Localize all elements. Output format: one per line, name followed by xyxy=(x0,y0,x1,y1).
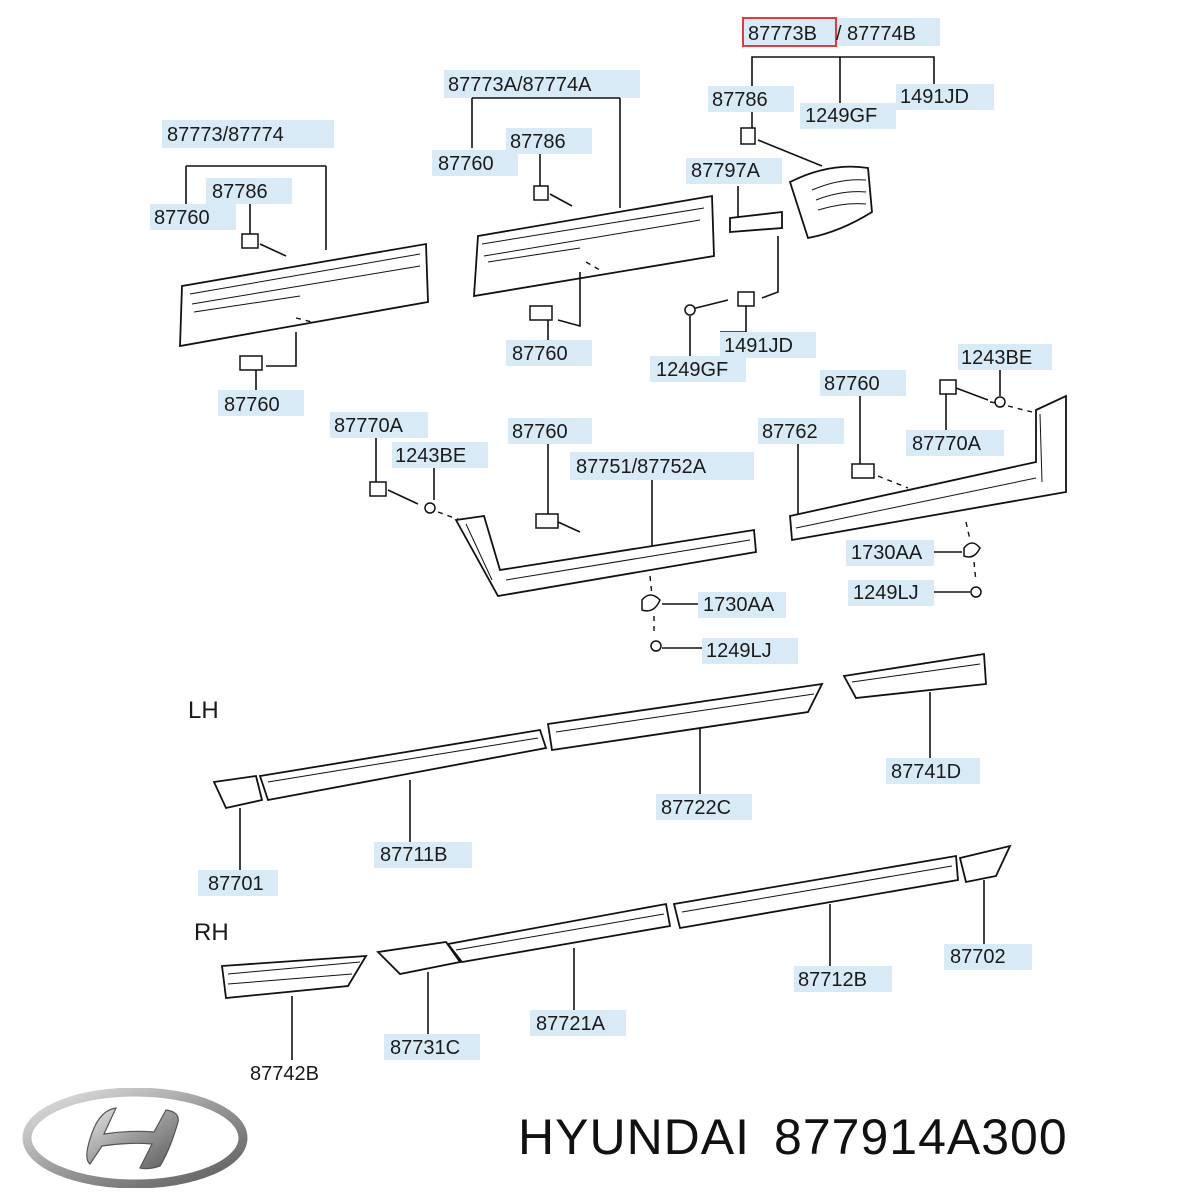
part-label-87786-3[interactable]: 87786 xyxy=(212,181,268,203)
part-label-1491JD[interactable]: 1491JD xyxy=(900,86,969,108)
lh-mouldings-group: LH 87741D 87722C 87711B 87701 xyxy=(188,652,987,896)
part-label-87701[interactable]: 87701 xyxy=(208,873,264,895)
part-label-87770A[interactable]: 87770A xyxy=(912,433,982,455)
rh-mouldings-group: RH 87702 87712B 87721A 87731C 87742B xyxy=(194,844,1032,1085)
part-label-87773A-87774A[interactable]: 87773A/87774A xyxy=(448,74,592,96)
part-label-87786[interactable]: 87786 xyxy=(712,89,768,111)
left-door-moulding-part xyxy=(179,242,429,348)
left-door-moulding-group: 87773/87774 87786 87760 87760 xyxy=(150,120,429,416)
footer-caption: HYUNDAI 877914A300 xyxy=(518,1108,1092,1166)
part-label-1491JD-2[interactable]: 1491JD xyxy=(724,335,793,357)
brand-name: HYUNDAI xyxy=(518,1109,751,1165)
rear-door-moulding-part xyxy=(788,165,873,240)
part-label-1730AA[interactable]: 1730AA xyxy=(851,542,923,564)
part-label-87760-7[interactable]: 87760 xyxy=(512,421,568,443)
moulding-87721A xyxy=(446,902,672,963)
clip-icon-8 xyxy=(851,463,875,479)
front-door-moulding-part xyxy=(473,194,715,298)
part-label-87721A[interactable]: 87721A xyxy=(536,1013,606,1035)
rear-door-moulding-group: 87773B / 87774B 87786 1249GF 1491JD 8779… xyxy=(650,17,994,382)
part-label-87786-2[interactable]: 87786 xyxy=(510,131,566,153)
clip-icon-4 xyxy=(529,305,553,321)
screw-icon-5 xyxy=(650,640,662,652)
part-label-1249GF[interactable]: 1249GF xyxy=(805,105,877,127)
clip-icon xyxy=(740,127,756,145)
clip-icon-10 xyxy=(535,513,559,529)
part-label-87770A-2[interactable]: 87770A xyxy=(334,415,404,437)
part-label-87712B[interactable]: 87712B xyxy=(798,969,867,991)
moulding-87742B xyxy=(220,954,368,999)
screw-icon-2 xyxy=(994,396,1006,408)
part-label-87774B[interactable]: 87774B xyxy=(847,23,916,45)
part-label-1249GF-2[interactable]: 1249GF xyxy=(656,359,728,381)
moulding-87731C xyxy=(376,941,462,975)
part-label-1730AA-2[interactable]: 1730AA xyxy=(703,594,775,616)
part-label-87762[interactable]: 87762 xyxy=(762,421,818,443)
part-label-87722C[interactable]: 87722C xyxy=(661,797,731,819)
part-label-87741D[interactable]: 87741D xyxy=(891,761,961,783)
front-door-moulding-group: 87773A/87774A 87786 87760 87760 xyxy=(432,70,715,366)
left-sill-group: 87770A 1243BE 87760 87751/87752A 1730AA … xyxy=(330,412,798,664)
part-label-87731C[interactable]: 87731C xyxy=(390,1037,460,1059)
part-label-87773-87774[interactable]: 87773/87774 xyxy=(167,124,284,146)
screw-icon xyxy=(684,304,696,316)
part-label-1249LJ-2[interactable]: 1249LJ xyxy=(706,640,772,662)
moulding-87702 xyxy=(958,844,1012,884)
right-sill-moulding-part xyxy=(789,394,1067,542)
part-label-87760-5[interactable]: 87760 xyxy=(224,394,280,416)
part-label-1243BE-2[interactable]: 1243BE xyxy=(395,445,466,467)
part-label-1243BE[interactable]: 1243BE xyxy=(961,347,1032,369)
part-label-87742B[interactable]: 87742B xyxy=(250,1063,319,1085)
clip-icon-6 xyxy=(239,355,263,371)
moulding-87711B xyxy=(258,728,548,802)
rh-label: RH xyxy=(194,919,229,946)
moulding-87722C xyxy=(546,682,824,752)
screw-icon-3 xyxy=(970,586,982,598)
hyundai-logo-icon xyxy=(20,1087,250,1193)
part-number: 877914A300 xyxy=(774,1109,1068,1165)
moulding-87701 xyxy=(212,774,264,810)
clip-icon-7 xyxy=(939,379,957,395)
moulding-87741D xyxy=(842,652,987,699)
screw-icon-4 xyxy=(424,502,436,514)
fastener-icon-2 xyxy=(641,594,661,612)
highlighted-part-box xyxy=(742,17,837,47)
clip-icon-3 xyxy=(533,185,549,201)
part-label-87797A[interactable]: 87797A xyxy=(691,160,761,182)
svg-text:/: / xyxy=(836,23,842,45)
part-label-87760-2[interactable]: 87760 xyxy=(438,153,494,175)
clip-icon-9 xyxy=(369,481,387,497)
clip-icon-2 xyxy=(737,291,755,307)
left-sill-moulding-part xyxy=(454,514,757,597)
part-label-87773B[interactable]: 87773B xyxy=(748,23,817,45)
part-label-87760-4[interactable]: 87760 xyxy=(154,207,210,229)
part-label-87751-87752A[interactable]: 87751/87752A xyxy=(576,456,707,478)
part-label-1249LJ[interactable]: 1249LJ xyxy=(853,582,919,604)
clip-icon-5 xyxy=(241,233,259,249)
part-label-87702[interactable]: 87702 xyxy=(950,946,1006,968)
right-sill-group: 1243BE 87760 87770A 87762 1730AA 1249LJ xyxy=(758,344,1067,606)
lh-label: LH xyxy=(188,697,219,724)
part-label-87760-6[interactable]: 87760 xyxy=(824,373,880,395)
part-label-87760-3[interactable]: 87760 xyxy=(512,343,568,365)
moulding-87712B xyxy=(672,854,959,930)
fastener-icon xyxy=(963,542,981,558)
part-label-87711B[interactable]: 87711B xyxy=(380,844,447,866)
emblem-87797A xyxy=(729,210,783,233)
